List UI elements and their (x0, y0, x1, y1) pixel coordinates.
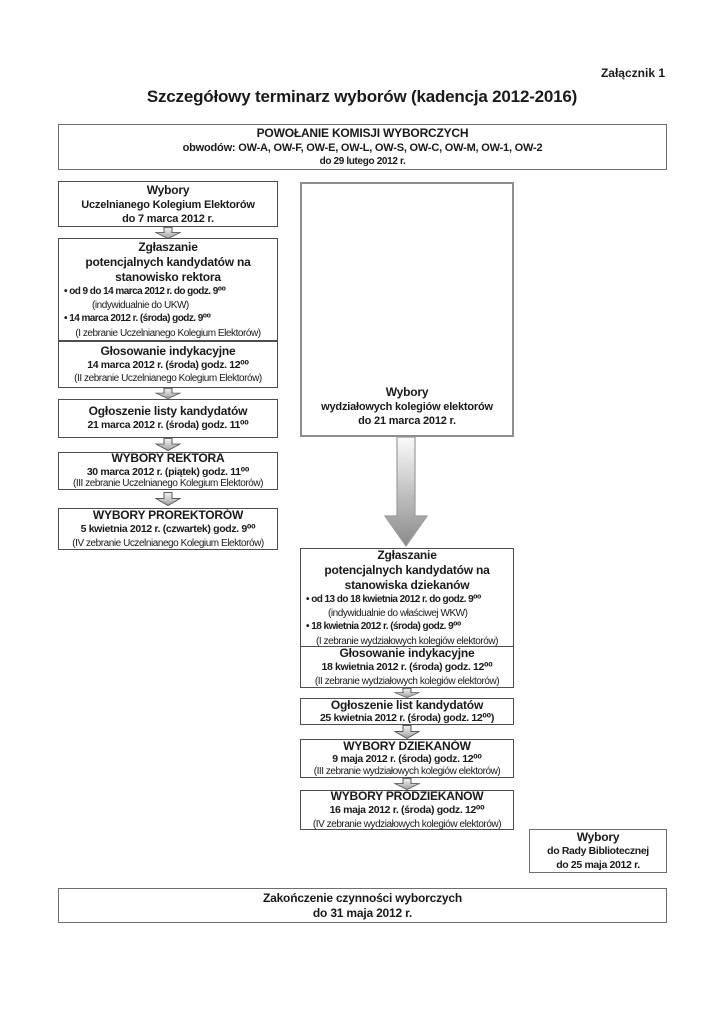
box-title: Głosowanie indykacyjne (339, 646, 475, 661)
down-arrow-icon (394, 778, 420, 790)
box-heading: potencjalnych kandydatów na (85, 254, 251, 269)
box-deadline: do 31 maja 2012 r. (312, 905, 413, 920)
box-title: Głosowanie indykacyjne (100, 343, 236, 358)
commissions-box: POWOŁANIE KOMISJI WYBORCZYCH obwodów: OW… (58, 124, 667, 170)
bullet-line: • 14 marca 2012 r. (środa) godz. 9⁰⁰ (59, 312, 277, 327)
page-title: Szczegółowy terminarz wyborów (kadencja … (146, 87, 578, 106)
vice-deans-election-box: WYBORY PRODZIEKANÓW 16 maja 2012 r. (śro… (300, 790, 514, 830)
box-body: wydziałowych kolegiów elektorów (321, 401, 493, 413)
down-arrow-icon (394, 725, 420, 739)
vice-rectors-election-box: WYBORY PROREKTORÓW 5 kwietnia 2012 r. (c… (58, 508, 278, 550)
box-note: (III zebranie wydziałowych kolegiów elek… (313, 765, 501, 777)
bullet-line: • od 9 do 14 marca 2012 r. do godz. 9⁰⁰ (59, 285, 277, 300)
bullet-note: (indywidualnie do właściwej WKW) (328, 608, 468, 619)
electors-college-box: Wybory Uczelnianego Kolegium Elektorów d… (58, 181, 278, 227)
bullet-glyph: • (306, 593, 309, 605)
box-body: do Rady Bibliotecznej (547, 845, 649, 857)
down-arrow-icon (155, 388, 181, 399)
dean-indicative-vote-box: Głosowanie indykacyjne 18 kwietnia 2012 … (300, 646, 514, 688)
box-title: Ogłoszenie list kandydatów (330, 698, 484, 712)
bullet-line: • 18 kwietnia 2012 r. (środa) godz. 9⁰⁰ (301, 620, 513, 635)
rector-indicative-vote-box: Głosowanie indykacyjne 14 marca 2012 r. … (58, 341, 278, 388)
box-title: WYBORY PRODZIEKANÓW (330, 790, 484, 804)
box-heading: Zgłaszanie (377, 548, 437, 562)
box-deadline: do 7 marca 2012 r. (122, 212, 214, 225)
box-heading: stanowisko rektora (115, 269, 221, 284)
completion-box: Zakończenie czynności wyborczych do 31 m… (58, 888, 667, 923)
box-date: 21 marca 2012 r. (środa) godz. 11⁰⁰ (87, 419, 249, 432)
box-title: Wybory (576, 830, 620, 844)
box-heading: Zgłaszanie (138, 239, 198, 254)
bullet-text: 18 kwietnia 2012 r. (środa) godz. 9⁰⁰ (311, 621, 461, 632)
box-note: (III zebranie Uczelnianego Kolegium Elek… (73, 478, 263, 489)
rector-election-box: WYBORY REKTORA 30 marca 2012 r. (piątek)… (58, 452, 278, 490)
dean-candidates-box: Zgłaszanie potencjalnych kandydatów na s… (300, 548, 514, 647)
bullet-text: 14 marca 2012 r. (środa) godz. 9⁰⁰ (69, 313, 211, 324)
bullet-text: od 13 do 18 kwietnia 2012 r. do godz. 9⁰… (311, 593, 481, 605)
bullet-line: • od 13 do 18 kwietnia 2012 r. do godz. … (301, 593, 513, 608)
box-date: 14 marca 2012 r. (środa) godz. 12⁰⁰ (87, 358, 249, 371)
box-note: (IV zebranie wydziałowych kolegiów elekt… (312, 818, 502, 830)
down-arrow-icon (394, 688, 420, 698)
bullet-note: (I zebranie wydziałowych kolegiów elekto… (316, 635, 498, 647)
box-title: WYBORY DZIEKANÓW (343, 739, 471, 753)
box-note: (II zebranie Uczelnianego Kolegium Elekt… (74, 373, 262, 385)
box-deadline: do 21 marca 2012 r. (358, 415, 456, 427)
box-title: WYBORY REKTORA (111, 452, 225, 465)
box-body: Uczelnianego Kolegium Elektorów (81, 198, 255, 211)
box-districts: obwodów: OW-A, OW-F, OW-E, OW-L, OW-S, O… (182, 141, 543, 154)
deans-election-box: WYBORY DZIEKANÓW 9 maja 2012 r. (środa) … (300, 739, 514, 778)
box-heading: stanowiska dziekanów (344, 577, 470, 592)
box-note: (IV zebranie Uczelnianego Kolegium Elekt… (72, 537, 264, 549)
box-heading: potencjalnych kandydatów na (324, 562, 490, 577)
box-date: 9 maja 2012 r. (środa) godz. 12⁰⁰ (332, 753, 482, 765)
bullet-note: (I zebranie Uczelnianego Kolegium Elekto… (75, 327, 261, 339)
big-down-arrow-icon (384, 437, 428, 547)
box-title: Zakończenie czynności wyborczych (262, 890, 462, 905)
dean-candidate-lists-box: Ogłoszenie list kandydatów 25 kwietnia 2… (300, 698, 514, 725)
box-date: 16 maja 2012 r. (środa) godz. 12⁰⁰ (329, 804, 485, 817)
box-date: 30 marca 2012 r. (piątek) godz. 11⁰⁰ (86, 465, 250, 478)
bullet-text: od 9 do 14 marca 2012 r. do godz. 9⁰⁰ (69, 285, 226, 297)
box-date: 25 kwietnia 2012 r. (środa) godz. 12⁰⁰) (319, 712, 495, 724)
box-title: WYBORY PROREKTORÓW (92, 508, 244, 523)
bullet-note: (indywidualnie do UKW) (92, 300, 189, 311)
box-title: Wybory (385, 385, 429, 399)
bullet-glyph: • (64, 313, 67, 324)
rector-candidate-list-box: Ogłoszenie listy kandydatów 21 marca 201… (58, 399, 278, 438)
box-note: (II zebranie wydziałowych kolegiów elekt… (314, 675, 500, 687)
box-deadline: do 29 lutego 2012 r. (319, 155, 406, 167)
library-council-box: Wybory do Rady Bibliotecznej do 25 maja … (529, 829, 667, 873)
down-arrow-icon (155, 438, 181, 451)
down-arrow-icon (155, 492, 181, 506)
box-title: Wybory (146, 182, 190, 197)
box-title: Ogłoszenie listy kandydatów (88, 404, 248, 419)
box-deadline: do 25 maja 2012 r. (556, 858, 640, 871)
box-date: 18 kwietnia 2012 r. (środa) godz. 12⁰⁰ (321, 661, 493, 674)
rector-candidates-box: Zgłaszanie potencjalnych kandydatów na s… (58, 238, 278, 341)
faculty-colleges-box: Wybory wydziałowych kolegiów elektorów d… (300, 182, 514, 437)
bullet-glyph: • (306, 621, 309, 632)
bullet-glyph: • (64, 285, 67, 297)
box-date: 5 kwietnia 2012 r. (czwartek) godz. 9⁰⁰ (80, 523, 256, 536)
box-title: POWOŁANIE KOMISJI WYBORCZYCH (256, 125, 469, 140)
down-arrow-icon (155, 227, 181, 239)
attachment-label: Załącznik 1 (600, 66, 665, 80)
